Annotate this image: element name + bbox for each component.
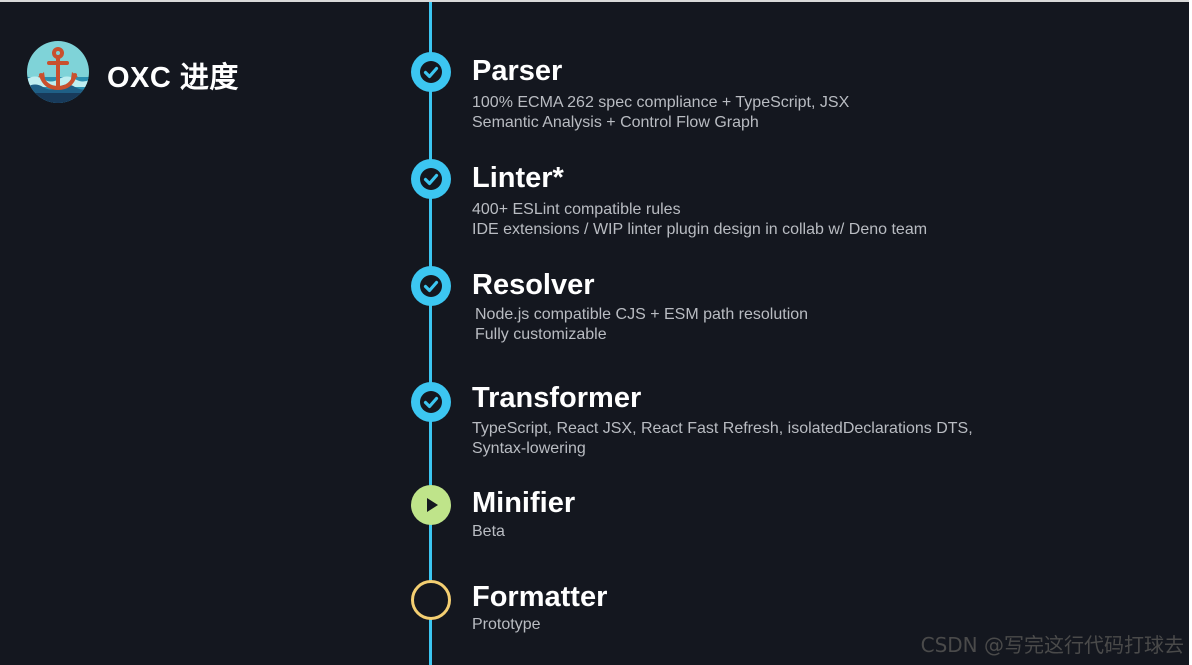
watermark: CSDN @写完这行代码打球去 [920,633,1184,657]
parser-check-icon [411,52,451,92]
timeline-line [429,2,432,665]
resolver-check-icon [411,266,451,306]
step-desc-line: Syntax-lowering [472,440,586,457]
step-desc-line: Node.js compatible CJS + ESM path resolu… [475,306,809,323]
transformer-check-icon [411,382,451,422]
step-title-resolver: Resolver [472,269,595,301]
step-title-parser: Parser [472,55,563,87]
step-desc-line: Beta [472,523,505,540]
minifier-play-icon [411,485,451,525]
step-desc-line: TypeScript, React JSX, React Fast Refres… [472,420,973,437]
step-title-formatter: Formatter [472,581,608,613]
page-title: OXC 进度 [107,62,239,94]
step-desc-line: Fully customizable [475,326,607,343]
step-desc-line: Semantic Analysis + Control Flow Graph [472,114,759,131]
step-title-minifier: Minifier [472,487,576,519]
step-title-transformer: Transformer [472,382,642,414]
anchor-logo-icon [27,41,89,103]
step-title-linter: Linter* [472,162,564,194]
step-desc-line: 100% ECMA 262 spec compliance + TypeScri… [472,94,850,111]
step-desc-line: IDE extensions / WIP linter plugin desig… [472,221,928,238]
step-desc-line: Prototype [472,616,541,633]
step-desc-line: 400+ ESLint compatible rules [472,201,681,218]
formatter-empty-circle-icon [411,580,451,620]
right-edge [1189,0,1192,665]
linter-check-icon [411,159,451,199]
